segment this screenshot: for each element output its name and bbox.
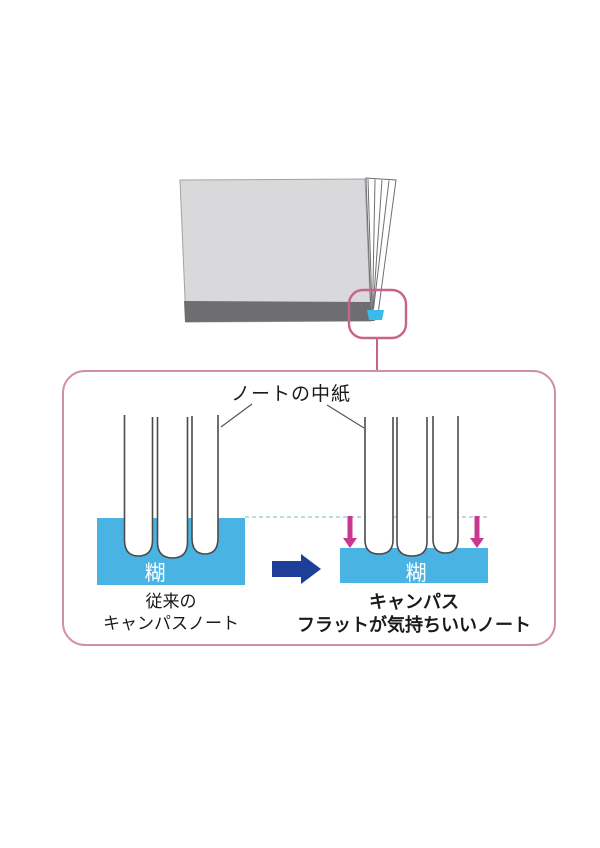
notebook-spine-band xyxy=(184,301,381,322)
glue-spot xyxy=(367,310,384,320)
caption-after-line2: フラットが気持ちいいノート xyxy=(297,615,531,635)
glue-label-before: 糊 xyxy=(144,562,166,585)
paper-sheets-before xyxy=(123,415,219,559)
pointer-line-left xyxy=(220,403,253,428)
caption-before-line2: キャンパスノート xyxy=(103,614,239,633)
notebook-illustration xyxy=(179,177,397,323)
caption-after-line1: キャンパス xyxy=(369,592,459,612)
caption-after: キャンパス フラットが気持ちいいノート xyxy=(297,591,531,637)
glue-label-after: 糊 xyxy=(405,562,427,585)
arrow-right-icon xyxy=(272,554,321,584)
notebook-pages-fan xyxy=(365,177,397,315)
arrow-down-icon-left xyxy=(343,516,357,548)
caption-before-line1: 従来の xyxy=(145,592,197,611)
pointer-line-right xyxy=(326,404,365,429)
notebook-cover xyxy=(179,178,372,323)
caption-before: 従来の キャンパスノート xyxy=(103,591,239,635)
arrow-down-icon-right xyxy=(470,516,484,548)
callout-label: ノートの中紙 xyxy=(230,384,352,405)
paper-sheets-after xyxy=(364,416,459,557)
